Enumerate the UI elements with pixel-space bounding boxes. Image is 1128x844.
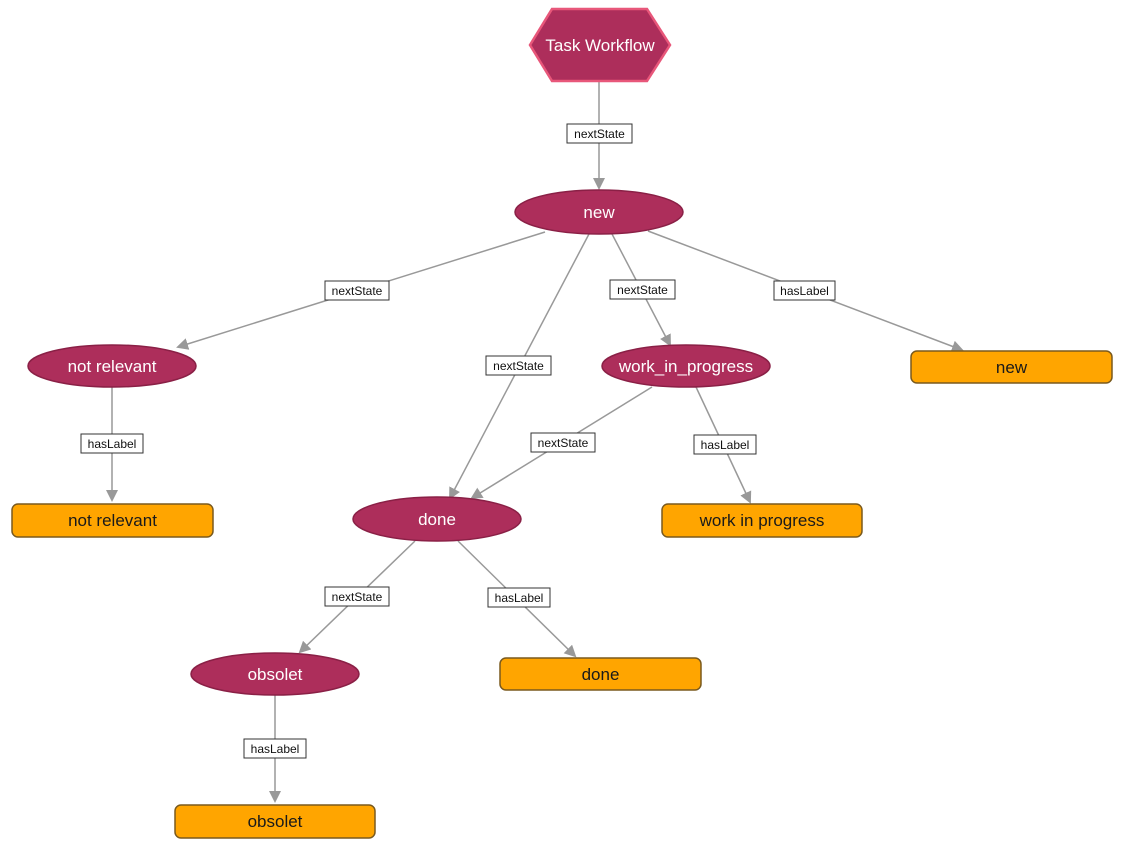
edge-label-text: nextState [617, 283, 668, 297]
edge-label-workflow-to-new: nextState [566, 123, 633, 144]
edge-label-text: nextState [493, 359, 544, 373]
label-text: done [582, 665, 620, 684]
label-node-obsolet[interactable]: obsolet [174, 804, 376, 839]
edge-label-text: hasLabel [88, 437, 137, 451]
label-text: obsolet [248, 812, 303, 831]
edge-label-text: hasLabel [251, 742, 300, 756]
label-node-not-relevant[interactable]: not relevant [11, 503, 214, 538]
edge-label-done-has-label: hasLabel [487, 587, 551, 608]
edge-label-text: nextState [332, 284, 383, 298]
edge-label-new-to-wip: nextState [609, 279, 676, 300]
state-node-work-in-progress[interactable]: work_in_progress [601, 344, 771, 388]
state-node-new[interactable]: new [514, 189, 684, 235]
label-node-new[interactable]: new [910, 350, 1113, 384]
state-label: not relevant [68, 357, 157, 376]
edge-label-not-relevant-has-label: hasLabel [80, 433, 144, 454]
workflow-title: Task Workflow [545, 36, 655, 55]
edge-label-wip-has-label: hasLabel [693, 434, 757, 455]
edge-label-text: nextState [538, 436, 589, 450]
edge-label-text: hasLabel [780, 284, 829, 298]
workflow-root-node[interactable]: Task Workflow [528, 7, 672, 83]
state-label: done [418, 510, 456, 529]
label-node-work-in-progress[interactable]: work in progress [661, 503, 863, 538]
edge-label-text: nextState [332, 590, 383, 604]
state-node-done[interactable]: done [352, 496, 522, 542]
label-text: work in progress [699, 511, 825, 530]
edge-label-done-to-obsolet: nextState [324, 586, 390, 607]
label-node-done[interactable]: done [499, 657, 702, 691]
state-label: obsolet [248, 665, 303, 684]
edge-label-new-to-not-relevant: nextState [324, 280, 390, 301]
label-text: not relevant [68, 511, 157, 530]
label-text: new [996, 358, 1028, 377]
edge-label-text: hasLabel [495, 591, 544, 605]
edge-label-obsolet-has-label: hasLabel [243, 738, 307, 759]
edge-label-new-has-label: hasLabel [773, 280, 836, 301]
edge-label-wip-to-done: nextState [530, 432, 596, 453]
state-node-not-relevant[interactable]: not relevant [27, 344, 197, 388]
state-label: work_in_progress [618, 357, 753, 376]
state-label: new [583, 203, 615, 222]
state-node-obsolet[interactable]: obsolet [190, 652, 360, 696]
edge-label-text: nextState [574, 127, 625, 141]
edge-label-text: hasLabel [701, 438, 750, 452]
edge-label-new-to-done: nextState [485, 355, 552, 376]
edge-labels: nextState nextState nextState nextState … [80, 123, 836, 759]
